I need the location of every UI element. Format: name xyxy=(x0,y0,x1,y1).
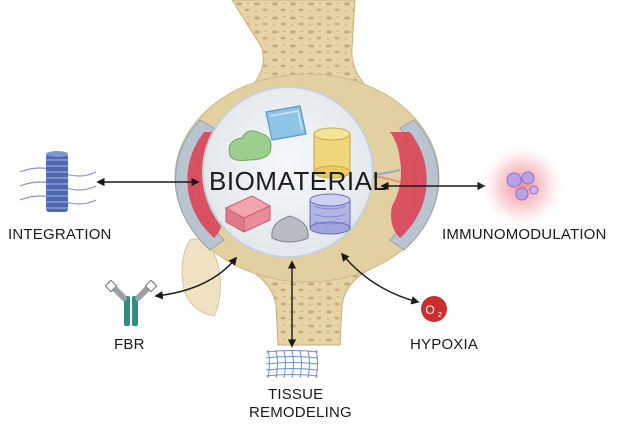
tissue-remodeling-label-line2: REMODELING xyxy=(249,404,352,421)
fbr-label: FBR xyxy=(114,336,145,353)
hypoxia-symbol: O xyxy=(425,303,434,317)
fibrous-mesh-icon xyxy=(310,194,350,234)
integration-label: INTEGRATION xyxy=(8,226,112,243)
hypoxia-subscript: 2 xyxy=(438,312,442,319)
immunomodulation-label: IMMUNOMODULATION xyxy=(442,226,607,243)
biomaterial-title: BIOMATERIAL xyxy=(209,166,387,197)
fiber-bundle-icon xyxy=(20,151,96,212)
antibody-icon xyxy=(105,280,156,326)
tissue-remodeling-label-line1: TISSUE xyxy=(268,386,323,403)
mesh-scaffold-icon xyxy=(266,350,318,378)
oxygen-molecule-icon: O 2 xyxy=(421,296,447,322)
hypoxia-label: HYPOXIA xyxy=(410,336,478,353)
immune-cells-icon xyxy=(478,142,566,230)
